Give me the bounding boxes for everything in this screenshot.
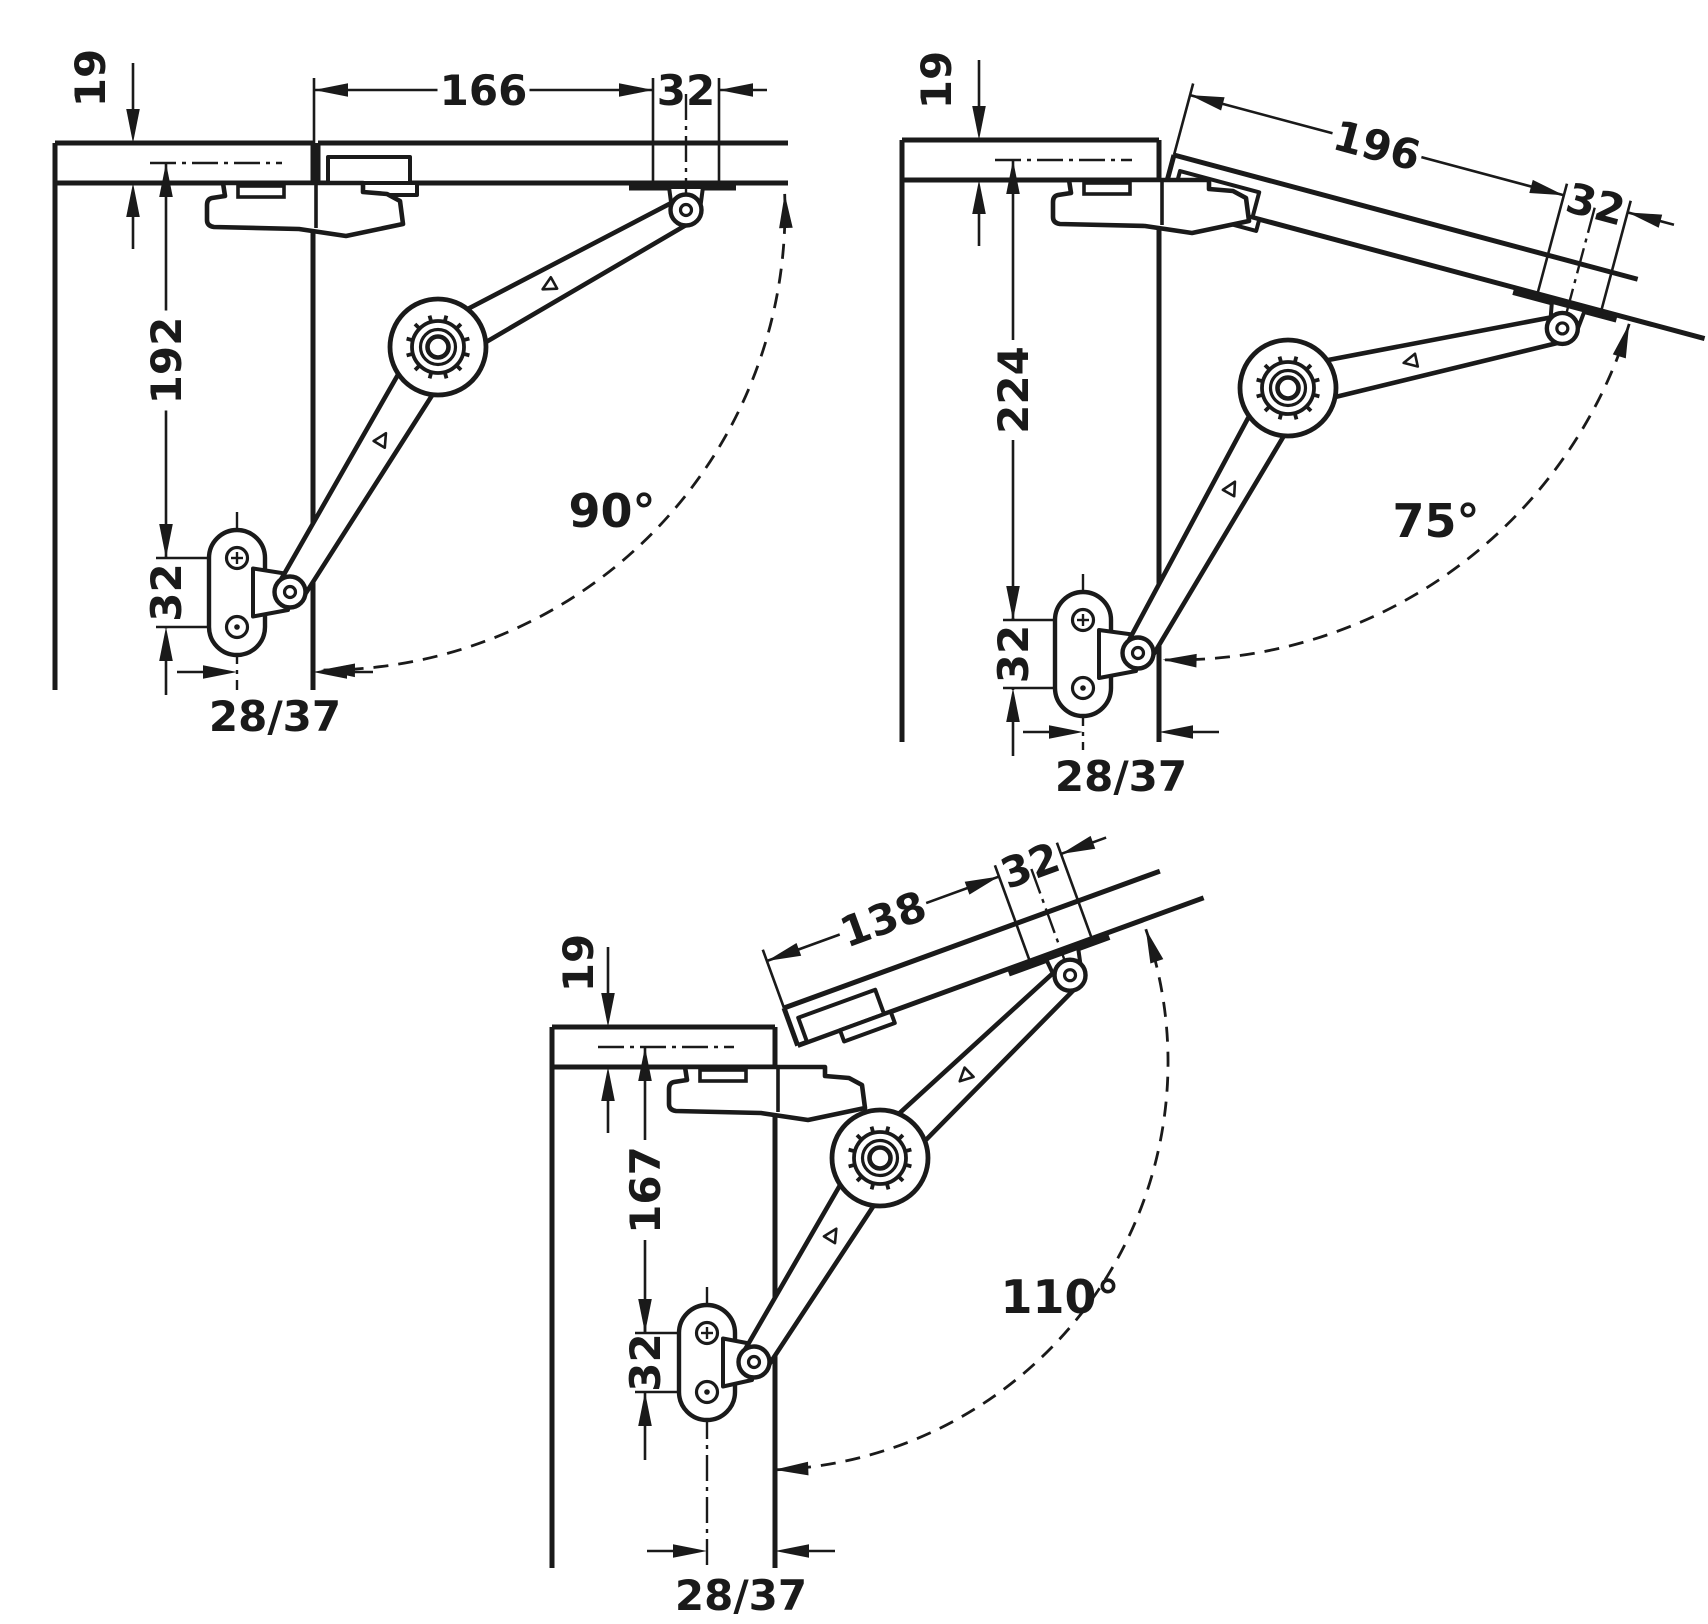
dim-flap-edge-distance-90: 32 (657, 66, 715, 115)
dim-flap-edge-distance-75: 32 (1561, 173, 1630, 235)
dim-bracket-hole-spacing-75: 32 (989, 625, 1038, 683)
hinge-housing (204, 180, 406, 239)
dim-flap-fixing-length-75: 196 (1328, 111, 1425, 181)
hinge-housing (1050, 177, 1252, 236)
dim-panel-thickness-75: 19 (912, 51, 961, 109)
dim-arm-mounting-height-75: 224 (989, 346, 1038, 434)
dim-flap-fixing-length-110: 138 (834, 881, 933, 957)
angle-label-90: 90° (568, 484, 655, 538)
angle-label-75: 75° (1392, 494, 1479, 548)
dim-arm-mounting-height-110: 167 (621, 1146, 670, 1234)
diagram-open-75: 196 32 19 224 32 28/37 75° (899, 51, 1706, 801)
dim-flap-edge-distance-110: 32 (994, 833, 1066, 899)
angle-label-110: 110° (1000, 1270, 1119, 1324)
hinge-housing (666, 1064, 868, 1123)
dim-flap-fixing-length-90: 166 (440, 66, 528, 115)
dim-arm-mounting-height-90: 192 (142, 317, 191, 405)
diagram-open-110: 138 32 19 167 32 28/37 110° (549, 833, 1205, 1620)
dim-bracket-hole-spacing-90: 32 (142, 563, 191, 621)
diagram-open-90: 166 32 19 192 32 28/37 90° (52, 49, 793, 741)
dim-bracket-hole-spacing-110: 32 (621, 1333, 670, 1391)
dim-front-edge-distance-90: 28/37 (209, 692, 341, 741)
dim-front-edge-distance-110: 28/37 (675, 1571, 807, 1620)
dim-panel-thickness-110: 19 (554, 934, 603, 992)
dim-panel-thickness-90: 19 (66, 49, 115, 107)
dim-front-edge-distance-75: 28/37 (1055, 752, 1187, 801)
